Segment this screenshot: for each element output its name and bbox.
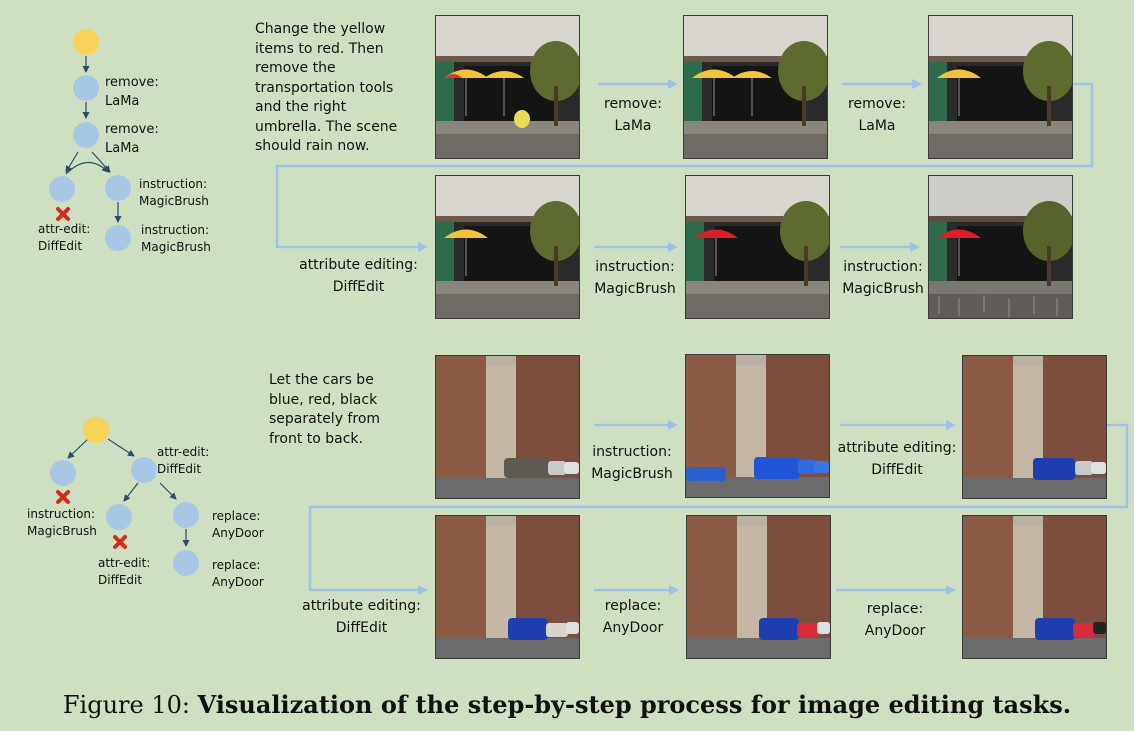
tree-node	[106, 504, 132, 530]
step-image	[962, 355, 1107, 499]
step-label: attribute editing: DiffEdit	[299, 257, 418, 295]
task2-flow-arrows	[308, 420, 1129, 595]
step-image	[435, 15, 580, 159]
caption-text: Visualization of the step-by-step proces…	[197, 690, 1072, 719]
tree-label: instruction: MagicBrush	[139, 177, 209, 208]
tree-label: remove: LaMa	[105, 122, 159, 156]
step-image	[683, 15, 828, 159]
tree-node	[73, 122, 99, 148]
step-image	[686, 515, 831, 659]
task1-search-tree	[49, 29, 131, 251]
step-image	[435, 515, 580, 659]
fail-mark-icon	[56, 207, 70, 221]
tree-node	[73, 75, 99, 101]
task2-search-tree	[50, 417, 199, 576]
tree-root-node	[83, 417, 109, 443]
tree-label: attr-edit: DiffEdit	[157, 445, 210, 476]
tree-label: attr-edit: DiffEdit	[38, 222, 91, 253]
tree-root-node	[73, 29, 99, 55]
step-label: attribute editing: DiffEdit	[837, 440, 957, 478]
step-image	[435, 355, 580, 499]
step-label: remove: LaMa	[848, 96, 906, 134]
tree-node	[173, 550, 199, 576]
step-label: replace: AnyDoor	[602, 598, 664, 636]
step-image	[928, 15, 1073, 159]
step-image	[685, 175, 830, 319]
step-label: replace: AnyDoor	[864, 601, 926, 639]
tree-label: instruction: MagicBrush	[27, 507, 97, 538]
step-image	[928, 175, 1073, 319]
step-image	[435, 175, 580, 319]
tree-node	[173, 502, 199, 528]
tree-node	[50, 460, 76, 486]
step-image	[685, 354, 830, 498]
step-label: instruction: MagicBrush	[594, 259, 676, 297]
step-label: remove: LaMa	[604, 96, 662, 134]
tree-node	[131, 457, 157, 483]
tree-node	[105, 225, 131, 251]
caption-prefix: Figure 10:	[62, 691, 198, 719]
task1-flow-arrows	[275, 79, 1094, 252]
tree-label: attr-edit: DiffEdit	[98, 556, 151, 587]
task1-instruction: Change the yellow items to red. Then rem…	[255, 21, 398, 154]
tree-node	[105, 175, 131, 201]
tree-label: replace: AnyDoor	[212, 558, 264, 589]
fail-mark-icon	[56, 490, 70, 504]
tree-node	[49, 176, 75, 202]
step-image	[962, 515, 1107, 659]
task2-instruction: Let the cars be blue, red, black separat…	[269, 372, 381, 447]
figure-caption: Figure 10: Visualization of the step-by-…	[0, 689, 1134, 721]
step-label: instruction: MagicBrush	[842, 259, 924, 297]
tree-label: instruction: MagicBrush	[141, 223, 211, 254]
tree-label: remove: LaMa	[105, 75, 159, 109]
step-label: instruction: MagicBrush	[591, 444, 673, 482]
step-label: attribute editing: DiffEdit	[302, 598, 421, 636]
tree-label: replace: AnyDoor	[212, 509, 264, 540]
fail-mark-icon	[113, 535, 127, 549]
